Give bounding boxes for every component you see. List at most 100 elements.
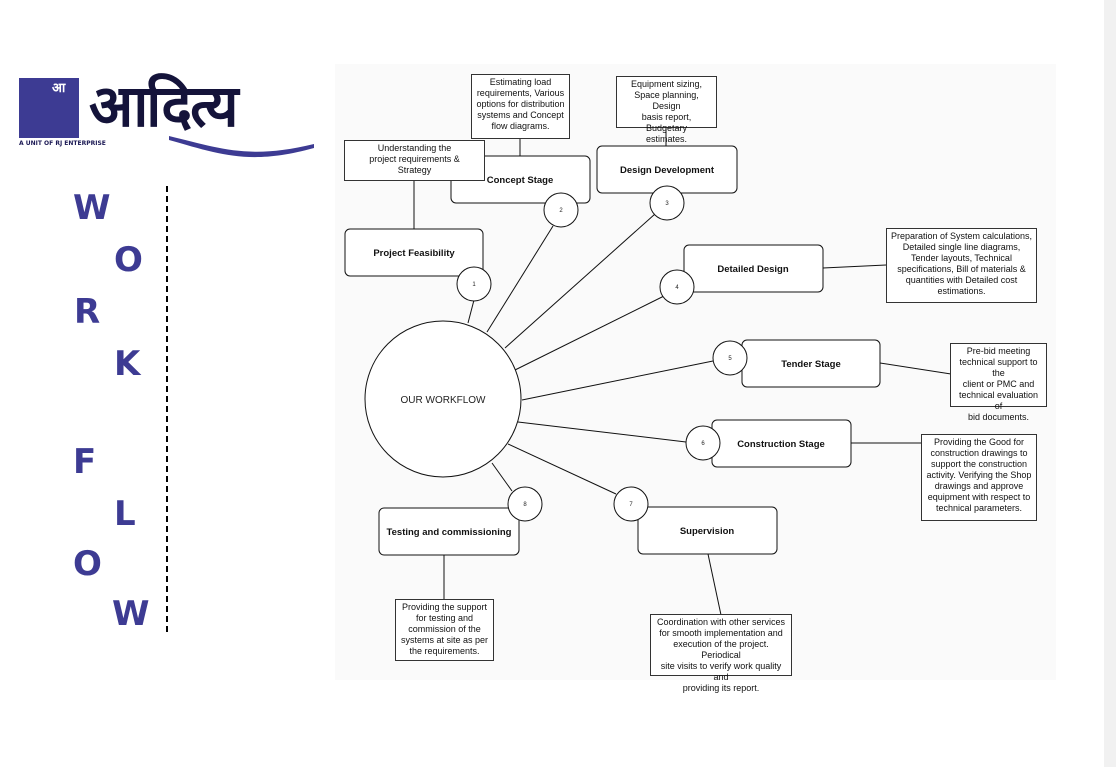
connector-line: [491, 462, 513, 492]
stage-note: Providing the Good for construction draw…: [921, 434, 1037, 521]
stage-number: 3: [665, 201, 669, 207]
note-line: Tender layouts, Technical: [911, 253, 1012, 263]
note-line: activity. Verifying the Shop: [926, 470, 1032, 480]
note-line: estimates.: [645, 134, 687, 144]
stage-note: Estimating load requirements, Various op…: [471, 74, 570, 139]
note-line: providing its report.: [682, 683, 760, 693]
side-title-letter: F: [73, 442, 97, 482]
note-line: drawings and approve: [934, 481, 1024, 491]
stage-number-circle: [456, 266, 492, 302]
logo-tagline: A UNIT OF RJ ENTERPRISE: [19, 140, 106, 147]
note-line: for smooth implementation and: [659, 628, 783, 638]
note-line: construction drawings to: [930, 448, 1028, 458]
logo: आ आदित्य A UNIT OF RJ ENTERPRISE: [19, 72, 319, 158]
note-line: support the construction: [930, 459, 1028, 469]
connector-line: [486, 225, 554, 333]
stage-box-supervision: [637, 506, 778, 555]
side-title-letter: R: [74, 292, 101, 332]
note-line: project requirements &: [369, 154, 460, 164]
stage-number: 8: [523, 502, 527, 508]
note-line: systems and Concept: [477, 110, 564, 120]
note-line: site visits to verify work quality and: [660, 661, 782, 682]
stage-number-circle: [507, 486, 543, 522]
note-line: flow diagrams.: [491, 121, 550, 131]
stage-number: 7: [629, 502, 633, 508]
connector-line: [514, 295, 665, 371]
stage-box-testing: [378, 507, 520, 556]
note-line: for testing and: [415, 613, 474, 623]
note-line: the requirements.: [409, 646, 480, 656]
note-line: basis report, Budgetary: [641, 112, 692, 133]
side-title-letter: W: [73, 188, 111, 228]
stage-number: 6: [701, 441, 705, 447]
stage-title: Tender Stage: [781, 359, 840, 370]
note-line: Detailed single line diagrams,: [902, 242, 1021, 252]
stage-number-circle: [613, 486, 649, 522]
connector-line: [707, 553, 722, 616]
stage-note: Coordination with other services for smo…: [650, 614, 792, 693]
connector-line: [822, 264, 887, 269]
divider-line: [166, 186, 168, 632]
scrollbar[interactable]: [1104, 0, 1116, 767]
stage-box-project-feasibility: [344, 228, 484, 277]
note-line: Providing the support: [401, 602, 488, 612]
note-line: quantities with Detailed cost: [905, 275, 1018, 285]
stage-number: 2: [559, 208, 563, 214]
stage-note: Providing the support for testing and co…: [395, 599, 494, 661]
center-node: [364, 320, 522, 478]
stage-note: Understanding the project requirements &…: [344, 140, 485, 181]
note-line: technical support to the: [959, 357, 1038, 378]
stage-note: Equipment sizing, Space planning, Design…: [616, 76, 717, 144]
note-line: commission of the: [408, 624, 481, 634]
side-title-letter: O: [114, 240, 143, 280]
stage-number-circle: [712, 340, 748, 376]
note-line: Pre-bid meeting: [966, 346, 1031, 356]
note-line: Coordination with other services: [656, 617, 786, 627]
connector-line: [517, 421, 687, 443]
note-line: specifications, Bill of materials &: [897, 264, 1026, 274]
stage-number: 1: [472, 282, 476, 288]
stage-title: Supervision: [680, 526, 735, 537]
stage-title: Detailed Design: [717, 264, 788, 275]
connector-line: [507, 443, 617, 495]
note-line: requirements, Various: [476, 88, 565, 98]
note-line: bid documents.: [967, 412, 1030, 422]
note-line: Providing the Good for: [933, 437, 1025, 447]
note-line: execution of the project. Periodical: [673, 639, 769, 660]
stage-number-circle: [543, 192, 579, 228]
note-line: Strategy: [397, 165, 432, 175]
stage-number: 4: [675, 285, 679, 291]
note-line: Equipment sizing,: [630, 79, 703, 89]
stage-title: Project Feasibility: [373, 248, 455, 259]
stage-title: Construction Stage: [737, 439, 825, 450]
note-line: options for distribution: [476, 99, 565, 109]
logo-wordmark: आदित्य: [89, 72, 239, 140]
side-title-letter: O: [73, 544, 102, 584]
stage-box-detailed-design: [683, 244, 824, 293]
side-title-letter: W: [112, 594, 150, 634]
stage-title: Design Development: [620, 165, 715, 176]
stage-number-circle: [659, 269, 695, 305]
connector-line: [521, 360, 714, 401]
logo-mark: आ: [52, 81, 66, 96]
center-label: OUR WORKFLOW: [401, 395, 487, 406]
note-line: equipment with respect to: [927, 492, 1031, 502]
note-line: systems at site as per: [400, 635, 489, 645]
note-line: Understanding the: [377, 143, 452, 153]
note-line: technical evaluation of: [958, 390, 1039, 411]
stage-note: Pre-bid meeting technical support to the…: [950, 343, 1047, 422]
stage-title: Testing and commissioning: [387, 527, 512, 538]
side-title-letter: L: [114, 494, 136, 534]
stage-note: Preparation of System calculations, Deta…: [886, 228, 1037, 303]
side-title-letter: K: [114, 344, 141, 384]
logo-swoosh: [169, 136, 314, 158]
connector-line: [467, 299, 475, 324]
logo-square: आ: [19, 78, 79, 138]
note-line: Estimating load: [489, 77, 552, 87]
note-line: Space planning, Design: [634, 90, 699, 111]
note-line: technical parameters.: [935, 503, 1023, 513]
stage-title: Concept Stage: [487, 175, 554, 186]
connector-line: [879, 362, 952, 375]
note-line: estimations.: [937, 286, 986, 296]
